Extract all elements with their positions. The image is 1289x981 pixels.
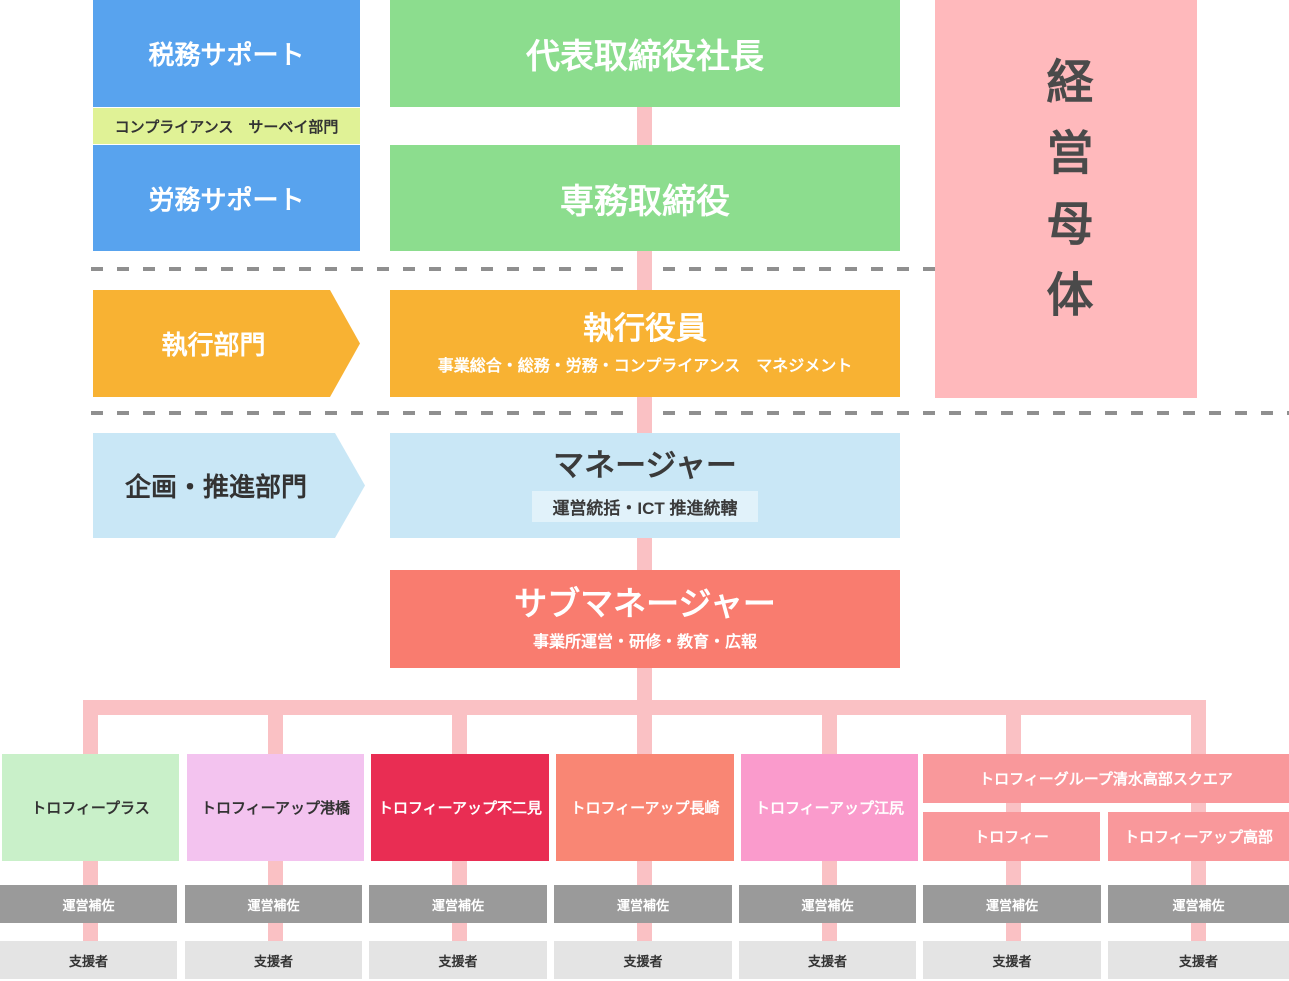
box-supporter-col2: 支援者 xyxy=(185,941,362,979)
connector-assist-supporter-col2 xyxy=(268,923,283,941)
box-facility-trophy-up-ejiri: トロフィーアップ江尻 xyxy=(741,754,918,861)
box-facility-trophy-up-nagasaki: トロフィーアップ長崎 xyxy=(556,754,734,861)
connector-assist-supporter-col4 xyxy=(637,923,652,941)
box-operation-assist-col3: 運営補佐 xyxy=(369,885,547,923)
box-operation-assist-col4: 運営補佐 xyxy=(554,885,732,923)
box-submanager: サブマネージャー 事業所運営・研修・教育・広報 xyxy=(390,570,900,668)
connector-president-senior xyxy=(637,107,652,145)
submanager-subtitle: 事業所運営・研修・教育・広報 xyxy=(532,634,757,652)
box-operation-assist-col6: 運営補佐 xyxy=(923,885,1101,923)
box-operation-assist-col7: 運営補佐 xyxy=(1108,885,1289,923)
box-president: 代表取締役社長 xyxy=(390,0,900,107)
box-supporter-col7: 支援者 xyxy=(1108,941,1289,979)
connector-facility-assist-col1 xyxy=(83,861,98,885)
connector-facility-assist-col6 xyxy=(1006,861,1021,885)
connector-group-child-col6 xyxy=(1006,803,1021,812)
box-facility-trophy-up-fujimi: トロフィーアップ不二見 xyxy=(371,754,549,861)
connector-assist-supporter-col7 xyxy=(1191,923,1206,941)
exec-officer-subtitle: 事業総合・総務・労務・コンプライアンス マネジメント xyxy=(437,358,853,376)
box-senior-director: 専務取締役 xyxy=(390,145,900,251)
connector-drop-col1 xyxy=(83,700,98,754)
connector-facility-assist-col2 xyxy=(268,861,283,885)
box-management-body: 経営母体 xyxy=(935,0,1197,398)
exec-officer-title: 執行役員 xyxy=(583,310,707,346)
arrow-planning-division: 企画・推進部門 xyxy=(93,433,365,538)
connector-senior-exec xyxy=(637,251,652,290)
connector-assist-supporter-col5 xyxy=(822,923,837,941)
box-group-shimizu-takabe-square: トロフィーグループ清水高部スクエア xyxy=(923,754,1289,803)
box-facility-trophy-plus: トロフィープラス xyxy=(2,754,179,861)
connector-drop-col4 xyxy=(637,700,652,754)
connector-group-child-col7 xyxy=(1191,803,1206,812)
box-facility-trophy-up-minatobashi: トロフィーアップ港橋 xyxy=(187,754,364,861)
connector-assist-supporter-col6 xyxy=(1006,923,1021,941)
connector-assist-supporter-col1 xyxy=(83,923,98,941)
arrow-exec-division: 執行部門 xyxy=(93,290,360,397)
box-group-child-trophy-up-takabe: トロフィーアップ高部 xyxy=(1108,812,1289,861)
connector-manager-submanager xyxy=(637,538,652,570)
box-labor-support: 労務サポート xyxy=(93,145,360,251)
box-exec-officer: 執行役員 事業総合・総務・労務・コンプライアンス マネジメント xyxy=(390,290,900,397)
box-supporter-col3: 支援者 xyxy=(369,941,547,979)
connector-drop-col3 xyxy=(452,700,467,754)
box-operation-assist-col5: 運営補佐 xyxy=(739,885,916,923)
manager-title: マネージャー xyxy=(553,448,737,484)
box-supporter-col4: 支援者 xyxy=(554,941,732,979)
box-tax-support: 税務サポート xyxy=(93,0,360,107)
connector-assist-supporter-col3 xyxy=(452,923,467,941)
connector-drop-col2 xyxy=(268,700,283,754)
connector-submanager-trunk xyxy=(637,668,652,700)
connector-drop-col5 xyxy=(822,700,837,754)
connector-drop-col6 xyxy=(1006,700,1021,754)
connector-drop-col7 xyxy=(1191,700,1206,754)
dashed-divider-lower xyxy=(91,411,1289,415)
box-supporter-col5: 支援者 xyxy=(739,941,916,979)
bar-compliance-survey: コンプライアンス サーベイ部門 xyxy=(93,108,360,144)
box-supporter-col1: 支援者 xyxy=(0,941,177,979)
management-body-label: 経営母体 xyxy=(1039,57,1093,341)
connector-facility-assist-col4 xyxy=(637,861,652,885)
box-supporter-col6: 支援者 xyxy=(923,941,1101,979)
manager-subtitle: 運営統括・ICT 推進統轄 xyxy=(532,490,758,522)
connector-facility-assist-col3 xyxy=(452,861,467,885)
box-operation-assist-col1: 運営補佐 xyxy=(0,885,177,923)
connector-facility-assist-col5 xyxy=(822,861,837,885)
box-manager: マネージャー 運営統括・ICT 推進統轄 xyxy=(390,433,900,538)
submanager-title: サブマネージャー xyxy=(514,584,776,622)
connector-facility-assist-col7 xyxy=(1191,861,1206,885)
connector-exec-manager xyxy=(637,397,652,433)
dashed-divider-upper xyxy=(91,267,935,271)
box-operation-assist-col2: 運営補佐 xyxy=(185,885,362,923)
box-group-child-trophy: トロフィー xyxy=(923,812,1100,861)
